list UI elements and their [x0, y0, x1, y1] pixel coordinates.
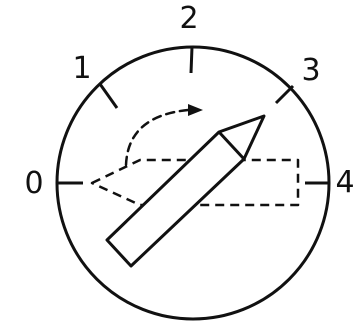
dial-pointer — [107, 116, 264, 266]
tick-mark-1 — [100, 84, 117, 108]
dial-label-4: 4 — [335, 165, 354, 200]
rotation-arrow-head-icon — [188, 104, 203, 116]
rotation-direction-arc — [126, 110, 188, 165]
dial-label-3: 3 — [301, 53, 320, 88]
dial-label-2: 2 — [179, 1, 198, 36]
tick-mark-2 — [191, 47, 192, 73]
dial-label-1: 1 — [72, 51, 91, 86]
dial-label-0: 0 — [24, 166, 43, 201]
tick-mark-3 — [276, 86, 293, 103]
